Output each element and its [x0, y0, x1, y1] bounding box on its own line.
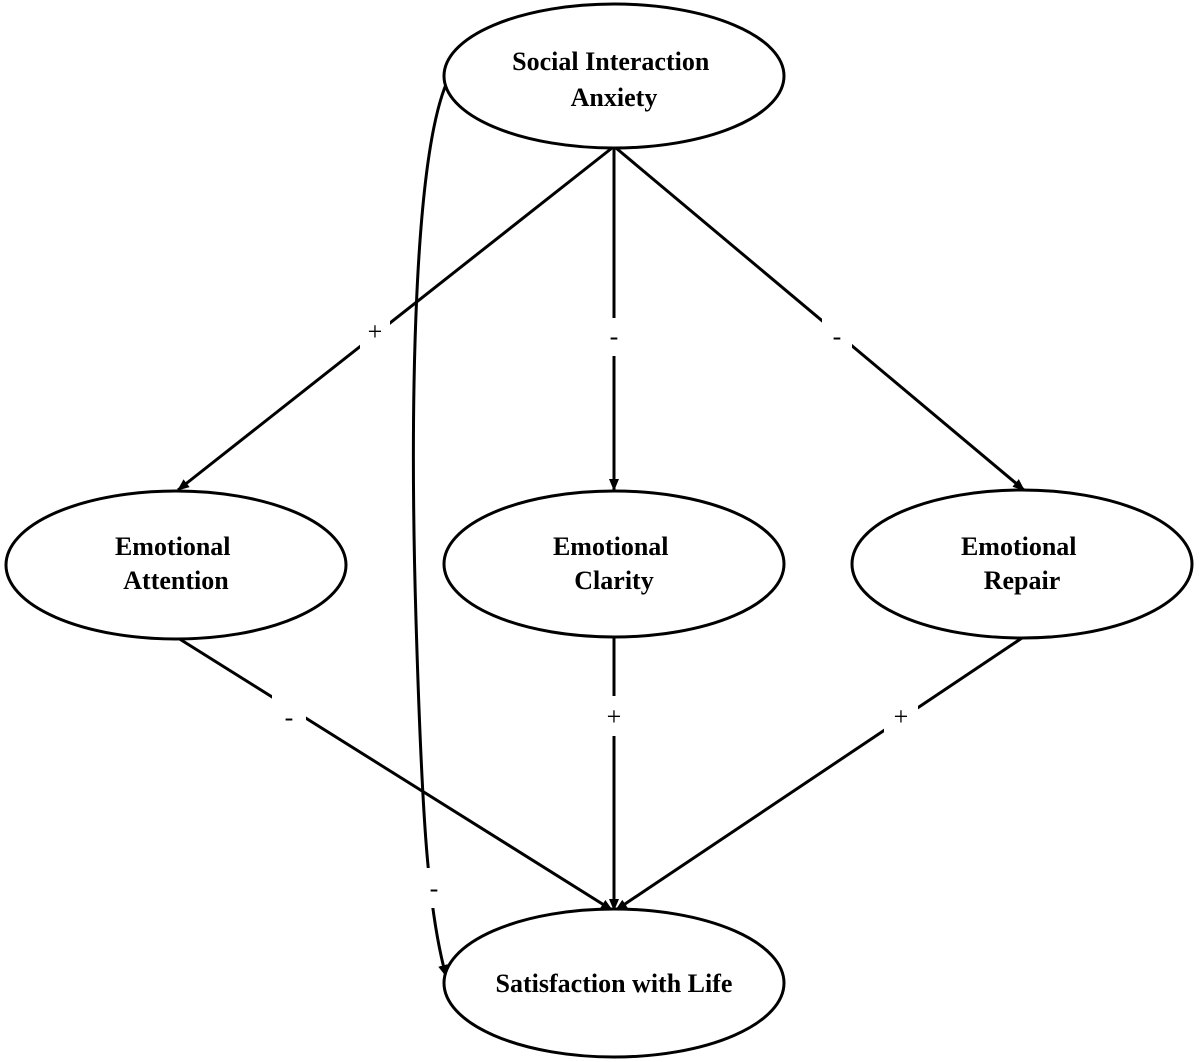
node-satisfaction-with-life: Satisfaction with Life [442, 907, 786, 1059]
edge-anxiety-to-satisfaction [411, 71, 454, 977]
node-label: Emotional Attention [115, 532, 237, 595]
edge-attention-to-satisfaction [177, 636, 613, 912]
node-social-interaction-anxiety: Social Interaction Anxiety [442, 2, 786, 150]
node-ellipse [4, 489, 348, 641]
node-ellipse [442, 2, 786, 150]
edges [177, 71, 1025, 977]
sign-anxiety-to-satisfaction: - [430, 874, 439, 903]
node-emotional-attention: Emotional Attention [4, 489, 348, 641]
node-emotional-clarity: Emotional Clarity [442, 489, 786, 639]
edge-repair-to-satisfaction [615, 636, 1023, 912]
edge-signs: + - - - + + - [272, 312, 918, 908]
node-label: Social Interaction Anxiety [512, 47, 716, 112]
node-ellipse [442, 489, 786, 639]
node-emotional-repair: Emotional Repair [850, 488, 1194, 640]
sign-attention-to-satisfaction: - [285, 703, 294, 732]
edge-anxiety-to-repair [615, 146, 1025, 492]
node-label: Emotional Repair [961, 532, 1083, 595]
edge-anxiety-to-attention [177, 146, 613, 492]
node-ellipse [442, 907, 786, 1059]
node-label: Satisfaction with Life [496, 969, 733, 998]
sign-anxiety-to-clarity: - [610, 322, 619, 351]
sign-clarity-to-satisfaction: + [607, 702, 622, 731]
node-label: Emotional Clarity [553, 532, 675, 595]
sign-anxiety-to-attention: + [368, 317, 383, 346]
sign-anxiety-to-repair: - [833, 322, 842, 351]
sign-repair-to-satisfaction: + [894, 702, 909, 731]
node-ellipse [850, 488, 1194, 640]
